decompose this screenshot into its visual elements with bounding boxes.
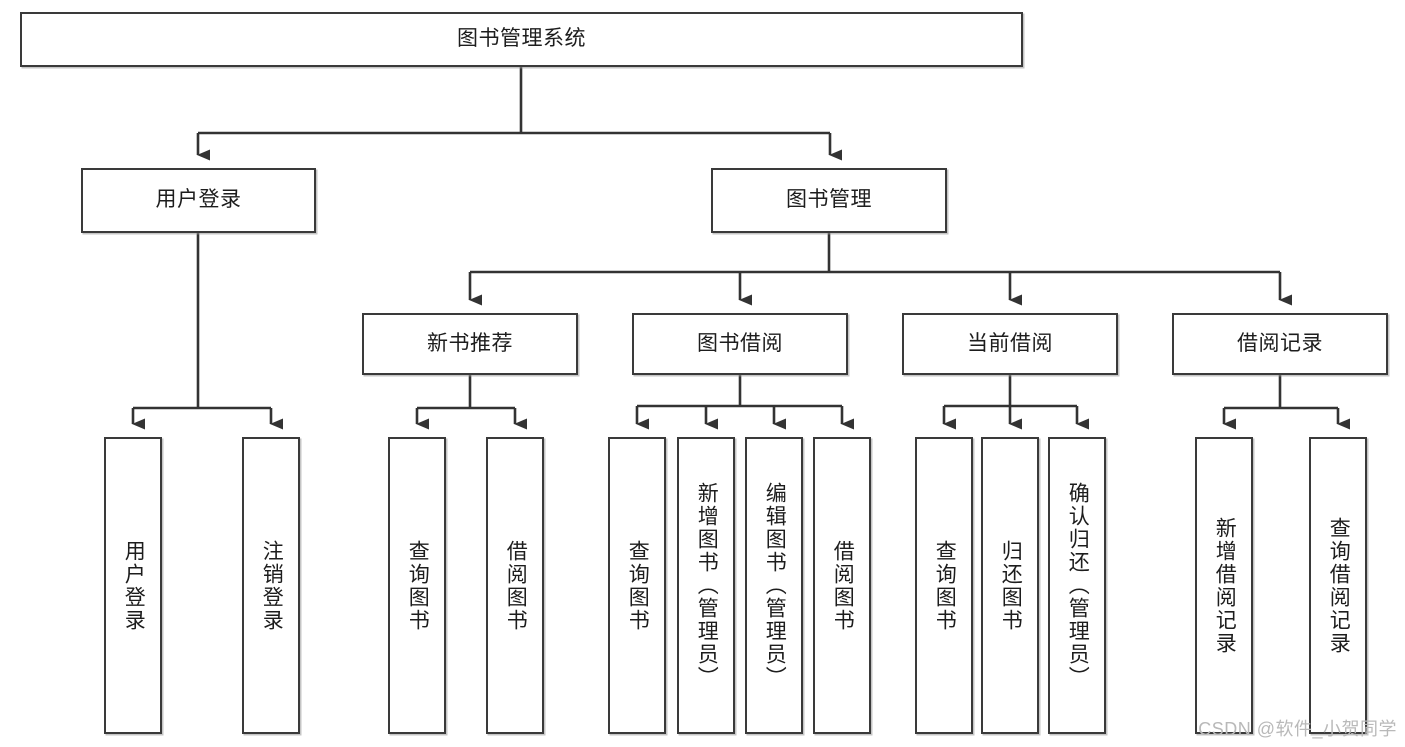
leaf-recommend-borrow-book[interactable]: 借阅图书: [486, 437, 544, 734]
node-current-borrow[interactable]: 当前借阅: [902, 313, 1118, 375]
csdn-watermark: CSDN @软件_小贺同学: [1198, 719, 1397, 739]
node-user-login[interactable]: 用户登录: [81, 168, 316, 233]
node-label: 用户登录: [122, 539, 146, 632]
leaf-borrow-edit-book[interactable]: 编辑图书（管理员）: [745, 437, 803, 734]
node-label: 用户登录: [155, 188, 242, 212]
node-label: 归还图书: [999, 539, 1023, 632]
node-label: 当前借阅: [967, 331, 1053, 355]
leaf-user-login-logout[interactable]: 注销登录: [242, 437, 300, 734]
node-label: 编辑图书（管理员）: [763, 482, 787, 689]
node-borrow-record[interactable]: 借阅记录: [1172, 313, 1388, 375]
node-label: 图书管理系统: [457, 27, 586, 51]
node-label: 新书推荐: [427, 331, 513, 355]
leaf-record-query-record[interactable]: 查询借阅记录: [1309, 437, 1367, 734]
node-label: 图书借阅: [697, 331, 783, 355]
node-label: 查询图书: [933, 539, 957, 632]
node-label: 查询图书: [626, 539, 650, 632]
node-book-management[interactable]: 图书管理: [711, 168, 947, 233]
leaf-current-return-book[interactable]: 归还图书: [981, 437, 1039, 734]
node-label: 新增借阅记录: [1213, 516, 1237, 655]
node-label: 查询借阅记录: [1327, 516, 1351, 655]
node-label: 新增图书（管理员）: [695, 482, 719, 689]
node-root-system[interactable]: 图书管理系统: [20, 12, 1023, 67]
node-label: 借阅记录: [1237, 331, 1323, 355]
leaf-recommend-query-book[interactable]: 查询图书: [388, 437, 446, 734]
leaf-user-login-login[interactable]: 用户登录: [104, 437, 162, 734]
node-new-book-recommend[interactable]: 新书推荐: [362, 313, 578, 375]
node-label: 确认归还（管理员）: [1066, 482, 1090, 689]
leaf-borrow-borrow-book[interactable]: 借阅图书: [813, 437, 871, 734]
node-label: 查询图书: [406, 539, 430, 632]
node-label: 图书管理: [786, 188, 872, 212]
leaf-record-add-record[interactable]: 新增借阅记录: [1195, 437, 1253, 734]
leaf-borrow-add-book[interactable]: 新增图书（管理员）: [677, 437, 735, 734]
leaf-current-query-book[interactable]: 查询图书: [915, 437, 973, 734]
node-book-borrow[interactable]: 图书借阅: [632, 313, 848, 375]
leaf-current-confirm-return[interactable]: 确认归还（管理员）: [1048, 437, 1106, 734]
node-label: 借阅图书: [831, 539, 855, 632]
node-label: 注销登录: [260, 539, 284, 632]
leaf-borrow-query-book[interactable]: 查询图书: [608, 437, 666, 734]
node-label: 借阅图书: [504, 539, 528, 632]
